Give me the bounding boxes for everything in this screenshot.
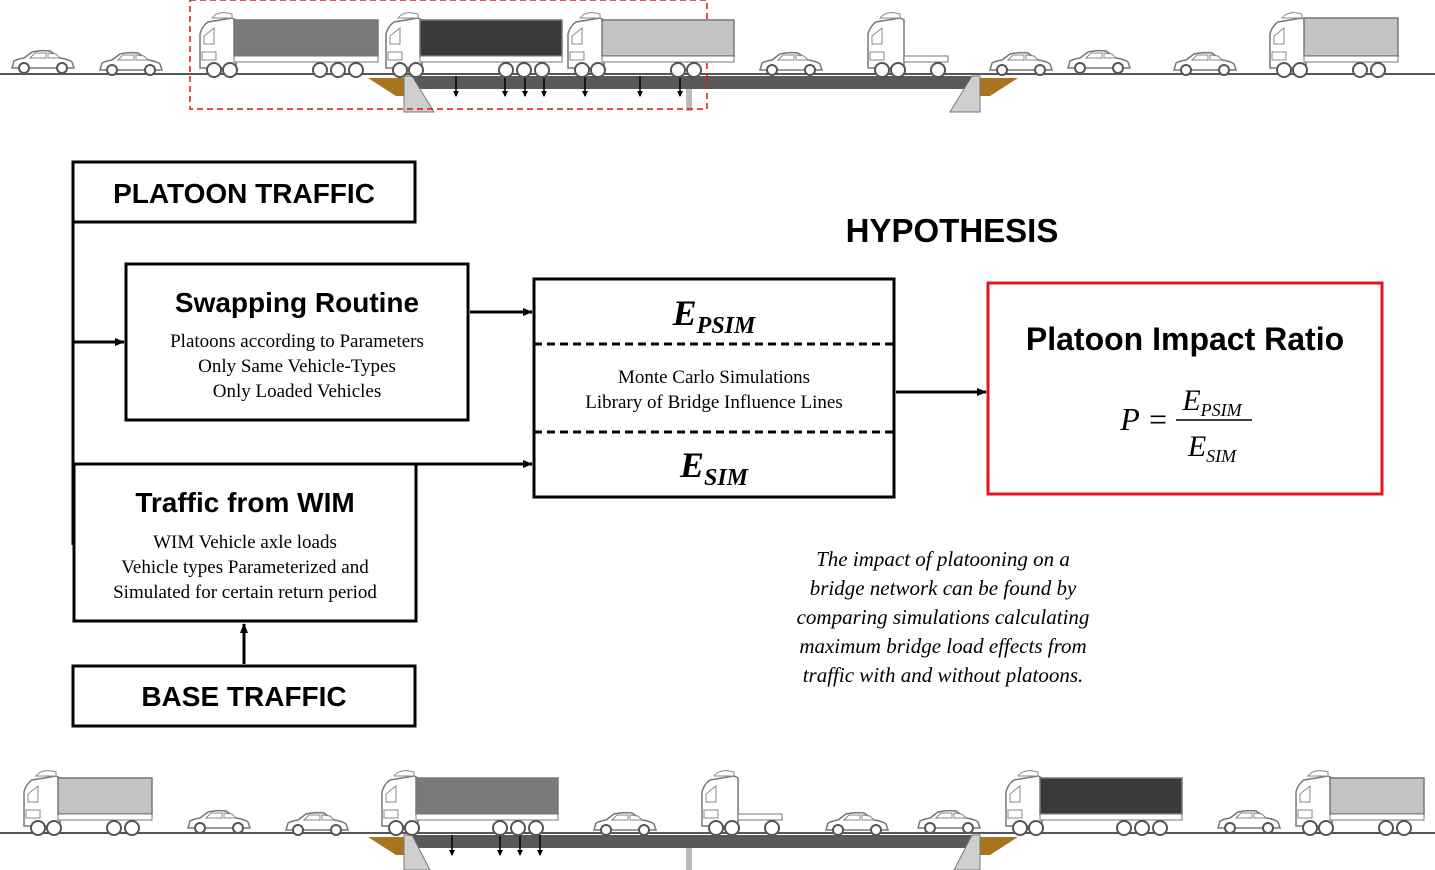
simulation-line: Library of Bridge Influence Lines	[585, 392, 842, 413]
simulation-line: Monte Carlo Simulations	[618, 367, 810, 388]
car-icon	[285, 811, 349, 836]
car-icon	[825, 811, 889, 836]
hypothesis-line: traffic with and without platoons.	[803, 663, 1084, 687]
top-right-abutment	[975, 78, 1018, 96]
traffic-wim-line: Vehicle types Parameterized and	[121, 557, 369, 578]
car-icon	[593, 811, 657, 836]
formula-equals: =	[1149, 401, 1167, 437]
traffic-wim-line: Simulated for certain return period	[113, 582, 377, 603]
hypothesis-line: maximum bridge load effects from	[799, 634, 1086, 658]
swapping-routine-line: Only Loaded Vehicles	[213, 381, 382, 402]
car-icon	[759, 51, 823, 76]
formula-numerator: EPSIM	[1181, 384, 1242, 420]
tractor-icon	[701, 769, 783, 836]
bottom-left-abutment	[368, 837, 412, 855]
truck-icon	[385, 11, 563, 79]
formula-denominator: ESIM	[1187, 430, 1237, 466]
truck-icon	[1005, 769, 1183, 836]
platoon-traffic-label: PLATOON TRAFFIC	[113, 178, 375, 209]
traffic-wim-line: WIM Vehicle axle loads	[153, 532, 337, 553]
bottom-bridge	[368, 834, 1018, 870]
bottom-road-scene	[0, 769, 1435, 870]
hypothesis-line: comparing simulations calculating	[797, 605, 1090, 629]
e-psim-label: EPSIM	[672, 293, 757, 339]
truck-icon	[381, 769, 559, 836]
car-icon	[1173, 51, 1237, 76]
hypothesis-statement: The impact of platooning on a bridge net…	[797, 547, 1090, 687]
hypothesis-line: The impact of platooning on a	[816, 547, 1070, 571]
hypothesis-line: bridge network can be found by	[810, 576, 1077, 600]
car-icon	[187, 809, 251, 834]
car-icon	[989, 51, 1053, 76]
top-load-arrows	[453, 76, 683, 97]
swapping-routine-title: Swapping Routine	[175, 287, 419, 318]
car-icon	[1067, 49, 1131, 74]
flowchart: PLATOON TRAFFIC Swapping Routine Platoon…	[71, 160, 1384, 728]
base-traffic-label: BASE TRAFFIC	[141, 681, 346, 712]
traffic-wim-title: Traffic from WIM	[135, 487, 354, 518]
truck-icon	[23, 769, 153, 836]
bottom-right-abutment	[975, 837, 1018, 855]
top-bridge	[368, 75, 1018, 113]
simulation-box: EPSIM Monte Carlo Simulations Library of…	[532, 277, 896, 499]
car-icon	[1217, 809, 1281, 834]
platoon-impact-title: Platoon Impact Ratio	[1026, 321, 1344, 357]
car-icon	[99, 51, 163, 76]
platoon-impact-box: Platoon Impact Ratio P = EPSIM ESIM	[986, 281, 1384, 496]
top-left-abutment	[368, 78, 412, 96]
car-icon	[917, 809, 981, 834]
car-icon	[11, 49, 75, 74]
impact-ratio-formula: P = EPSIM ESIM	[1119, 384, 1252, 466]
formula-p: P	[1119, 401, 1140, 437]
platoon-traffic-box: PLATOON TRAFFIC	[71, 160, 417, 224]
hypothesis-heading: HYPOTHESIS	[846, 212, 1059, 249]
truck-icon	[567, 11, 735, 79]
swapping-routine-line: Platoons according to Parameters	[170, 331, 424, 352]
swapping-routine-box: Swapping Routine Platoons according to P…	[124, 262, 470, 422]
tractor-icon	[867, 11, 949, 79]
top-road-scene	[0, 0, 1435, 113]
truck-icon	[199, 11, 379, 79]
traffic-wim-box: Traffic from WIM WIM Vehicle axle loads …	[72, 462, 418, 623]
bottom-load-arrows	[449, 835, 543, 856]
swapping-routine-line: Only Same Vehicle-Types	[198, 356, 396, 377]
truck-icon	[1295, 769, 1425, 836]
truck-icon	[1269, 11, 1399, 79]
bottom-bridge-deck	[404, 835, 980, 848]
e-sim-label: ESIM	[679, 445, 750, 491]
top-bridge-deck	[404, 76, 980, 89]
base-traffic-box: BASE TRAFFIC	[71, 664, 417, 728]
